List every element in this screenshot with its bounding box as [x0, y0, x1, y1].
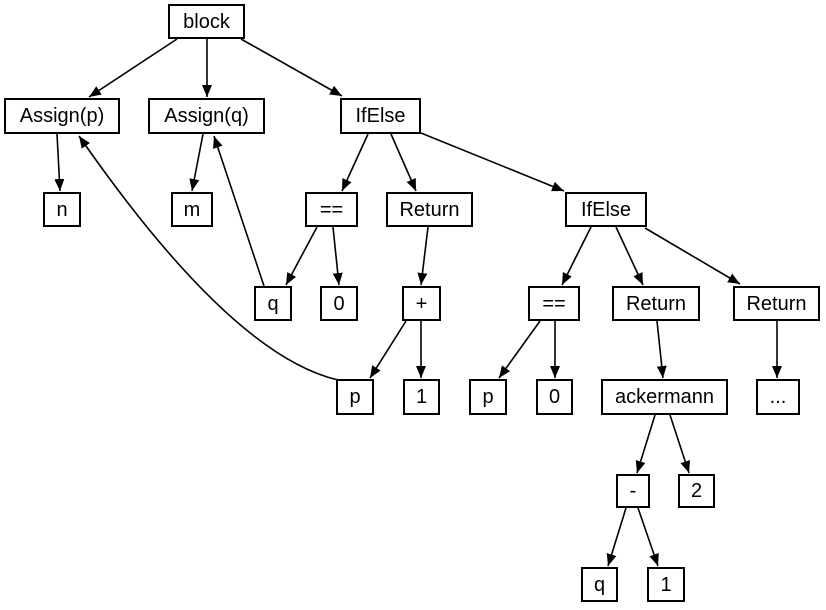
edge-assign-p-to-n: [54, 133, 65, 192]
node-q2: q: [581, 567, 618, 602]
node-assign-q: Assign(q): [148, 98, 265, 134]
edge-ifelse1-to-return1: [390, 133, 417, 192]
node-eq1: ==: [305, 192, 358, 227]
edge-ifelse2-to-return2: [615, 226, 644, 286]
node-zero2: 0: [536, 379, 573, 415]
node-n: n: [43, 192, 81, 227]
node-return3: Return: [733, 286, 820, 321]
node-ackermann: ackermann: [601, 379, 728, 415]
edge-plus-to-p1: [369, 320, 407, 379]
edge-ackermann-to-two: [669, 414, 691, 474]
node-ifelse1: IfElse: [340, 98, 421, 134]
node-p2: p: [469, 379, 507, 415]
node-dots: ...: [756, 379, 800, 415]
node-two: 2: [678, 474, 715, 508]
edge-eq1-to-zero1: [332, 226, 343, 286]
edge-assign-q-to-m: [189, 133, 204, 192]
edge-minus-to-q2: [606, 507, 627, 567]
edge-eq2-to-p2: [498, 320, 541, 379]
edge-ifelse2-to-return3: [644, 227, 741, 285]
node-eq2: ==: [528, 286, 580, 321]
edge-ifelse2-to-eq2: [561, 226, 592, 286]
edge-block-to-assign-p: [88, 38, 178, 98]
node-p1: p: [336, 379, 374, 415]
edge-minus-to-one2: [637, 507, 659, 567]
edge-eq1-to-q1: [285, 226, 318, 286]
node-return1: Return: [386, 192, 473, 227]
edge-ifelse1-to-ifelse2: [420, 132, 565, 192]
node-one1: 1: [403, 379, 440, 415]
edge-return2-to-ackermann: [656, 320, 667, 379]
edge-block-to-ifelse1: [240, 38, 343, 97]
node-return2: Return: [612, 286, 700, 321]
node-assign-p: Assign(p): [4, 98, 120, 134]
node-ifelse2: IfElse: [565, 192, 647, 227]
node-block: block: [168, 4, 245, 39]
node-minus: -: [616, 474, 650, 508]
edge-q1-to-assign-q: [213, 135, 265, 287]
node-m: m: [171, 192, 213, 227]
node-zero1: 0: [320, 286, 358, 321]
edge-p1-to-assign-p: [78, 135, 339, 381]
edge-ackermann-to-minus: [635, 414, 656, 474]
node-one2: 1: [647, 567, 685, 602]
edge-ifelse1-to-eq1: [341, 133, 369, 192]
edge-return1-to-plus: [417, 226, 429, 286]
node-plus: +: [402, 286, 441, 321]
node-q1: q: [254, 286, 292, 321]
